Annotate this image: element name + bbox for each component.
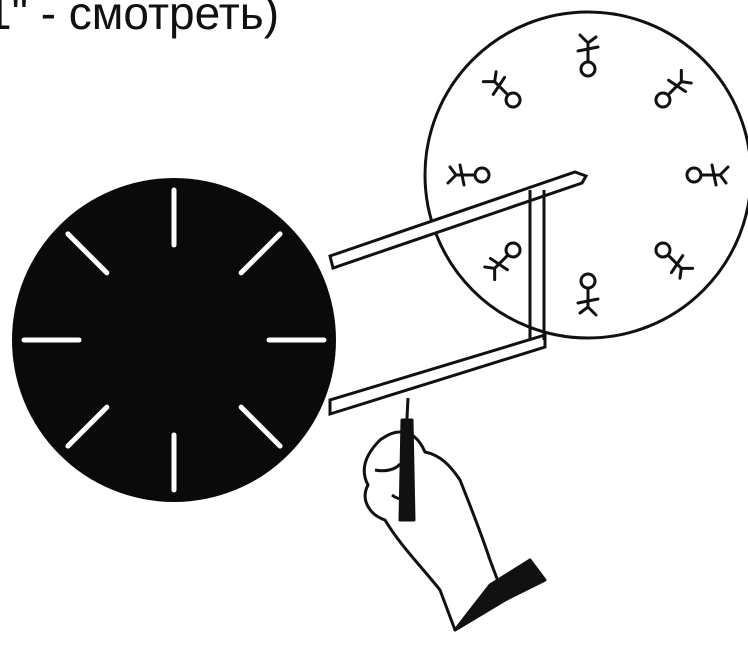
hand — [364, 420, 545, 630]
slotted-disc — [12, 178, 336, 502]
